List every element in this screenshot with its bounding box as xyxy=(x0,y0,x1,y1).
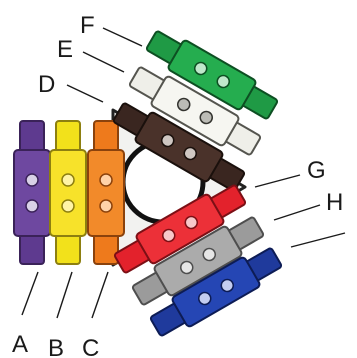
label-h: H xyxy=(326,189,343,216)
label-g: G xyxy=(307,157,326,184)
callout-line-g xyxy=(254,174,301,188)
screw-icon xyxy=(183,146,198,161)
label-d: D xyxy=(38,71,55,98)
piece-g xyxy=(113,184,247,274)
screw-icon xyxy=(193,61,208,76)
callout-line-d xyxy=(66,84,104,103)
callout-line-c xyxy=(91,271,109,319)
piece-d xyxy=(112,102,246,192)
screw-icon xyxy=(99,173,113,187)
group-upper xyxy=(112,30,279,192)
group-lower xyxy=(113,184,283,337)
screw-icon xyxy=(25,199,39,213)
piece-a xyxy=(13,120,51,265)
screw-icon xyxy=(216,74,231,89)
screw-icon xyxy=(161,228,176,243)
piece-c xyxy=(87,120,125,265)
screw-icon xyxy=(199,110,214,125)
label-c: C xyxy=(82,335,99,358)
callout-line-blue xyxy=(290,232,346,248)
callout-line-h xyxy=(273,204,321,221)
screw-icon xyxy=(25,173,39,187)
screw-icon xyxy=(179,260,194,275)
callout-line-e xyxy=(82,51,125,73)
label-f: F xyxy=(80,12,95,39)
screw-icon xyxy=(61,173,75,187)
piece-h xyxy=(131,216,265,306)
screw-icon xyxy=(99,199,113,213)
piece-blue xyxy=(149,247,283,337)
label-a: A xyxy=(12,331,28,358)
callout-line-f xyxy=(102,27,143,47)
callout-line-a xyxy=(21,271,39,316)
screw-icon xyxy=(176,97,191,112)
callout-line-b xyxy=(56,271,73,319)
piece-e xyxy=(128,66,262,156)
screw-icon xyxy=(184,215,199,230)
label-e: E xyxy=(57,36,73,63)
label-b: B xyxy=(48,335,64,358)
screw-icon xyxy=(197,291,212,306)
group-left xyxy=(13,120,125,265)
piece-f xyxy=(145,30,279,120)
piece-b xyxy=(49,120,87,265)
screw-icon xyxy=(61,199,75,213)
screw-icon xyxy=(220,278,235,293)
screw-icon xyxy=(160,133,175,148)
screw-icon xyxy=(202,247,217,262)
